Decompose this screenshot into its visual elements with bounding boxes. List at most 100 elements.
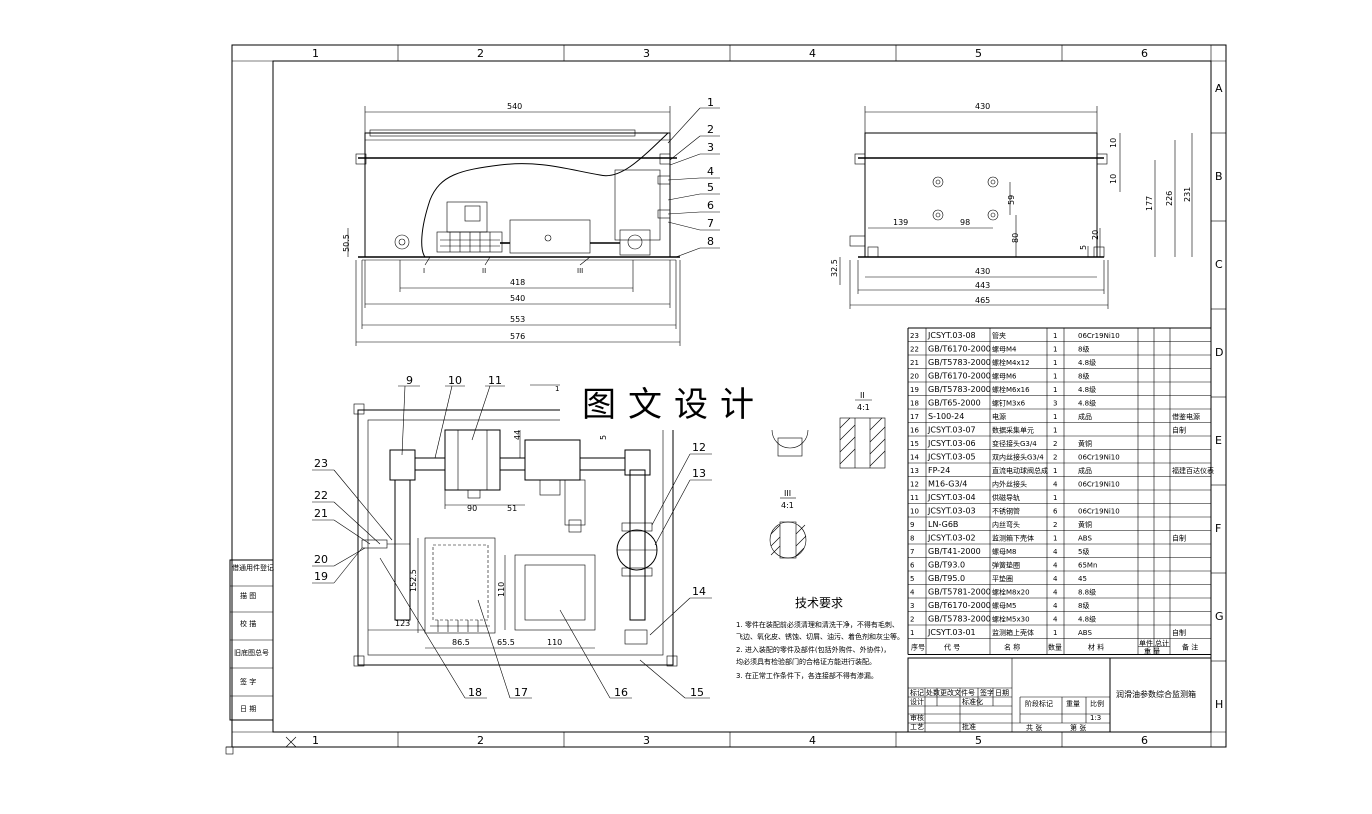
bom-remark: 自制: [1172, 628, 1186, 637]
bom-material: 4.8级: [1078, 615, 1096, 624]
balloon: 2: [707, 123, 714, 136]
bom-name: 变径接头G3/4: [992, 439, 1037, 448]
tb-label: 处数: [926, 688, 940, 697]
bom-name: 不锈钢管: [992, 507, 1020, 516]
bom-name: 管夹: [992, 331, 1006, 340]
bom-qty: 6: [1053, 508, 1058, 516]
bom-no: 23: [910, 332, 919, 340]
dim-label: 430: [975, 102, 990, 111]
bom-code: GB/T93.0: [928, 561, 965, 570]
bom-qty: 4: [1053, 548, 1058, 556]
dim-label: 10: [1109, 174, 1118, 184]
tech-note: 2. 进入装配的零件及部件(包括外购件、外协件)，: [736, 645, 890, 654]
row-label: F: [1215, 522, 1221, 535]
bom-remark: 福建百达仪表: [1172, 466, 1214, 475]
bom-material: 5级: [1078, 547, 1089, 556]
balloon: 11: [488, 374, 502, 387]
bom-code: S-100-24: [928, 412, 964, 421]
section-label: II: [482, 267, 486, 275]
bom-material: 成品: [1078, 412, 1092, 421]
watermark-background: [560, 380, 788, 430]
bom-code: JCSYT.03-04: [927, 493, 976, 502]
bom-no: 4: [910, 589, 915, 597]
bom-code: JCSYT.03-07: [927, 426, 976, 435]
bom-qty: 3: [1053, 400, 1057, 408]
bom-header: 单件: [1139, 639, 1153, 648]
dim-label: 177: [1145, 196, 1154, 211]
balloon-group-front: 1 2 3 4 5 6 7 8: [667, 96, 720, 258]
bom-code: LN-G6B: [928, 520, 958, 529]
bom-header: 数量: [1048, 643, 1062, 652]
col-label: 5: [975, 734, 982, 747]
balloon: 22: [314, 489, 328, 502]
dim-label: 44: [513, 430, 522, 440]
detail-views: II 4:1 III 4:1: [769, 391, 886, 559]
bom-name: 内外丝接头: [992, 480, 1027, 489]
bom-qty: 4: [1053, 575, 1058, 583]
bom-header: 备 注: [1182, 643, 1198, 652]
tech-requirements: 技术要求 1. 零件在装配前必须清理和清洗干净，不得有毛刺、 飞边、氧化皮、锈蚀…: [736, 596, 904, 680]
bom-code: M16-G3/4: [928, 480, 967, 489]
tb-label: 更改文件号: [940, 688, 975, 697]
dim-label: 139: [893, 218, 908, 227]
balloon: 9: [406, 374, 413, 387]
bom-name: 螺母M5: [992, 601, 1017, 610]
bom-name: 供磁导轨: [992, 493, 1020, 502]
bom-code: JCSYT.03-05: [927, 453, 976, 462]
section-label: III: [577, 267, 583, 275]
col-label: 6: [1141, 734, 1148, 747]
tb-label: 重量: [1066, 700, 1080, 708]
balloon: 10: [448, 374, 462, 387]
bom-no: 11: [910, 494, 919, 502]
bom-material: ABS: [1078, 629, 1092, 637]
tb-label: 签字: [980, 688, 994, 697]
tb-label: 第 张: [1070, 723, 1086, 732]
bom-no: 7: [910, 548, 914, 556]
bom-code: JCSYT.03-02: [927, 534, 976, 543]
bom-no: 20: [910, 373, 919, 381]
balloon: 17: [514, 686, 528, 699]
dim-label: 32.5: [830, 259, 839, 277]
dim-label: 418: [510, 278, 525, 287]
strip-label: 签 字: [240, 677, 256, 686]
strip-label: 借通用件登记: [232, 563, 274, 572]
balloon: 15: [690, 686, 704, 699]
tb-label: 设计: [910, 697, 924, 706]
balloon: 14: [692, 585, 706, 598]
bom-remark: 自制: [1172, 534, 1186, 543]
bom-qty: 4: [1053, 602, 1058, 610]
tb-label: 审核: [910, 713, 924, 722]
strip-label: 旧底图总号: [234, 648, 269, 657]
bom-header: 序号: [911, 643, 925, 652]
bom-name: 螺栓M8x20: [992, 588, 1030, 597]
tb-label: 标准化: [962, 697, 983, 706]
dim-label: 86.5: [452, 638, 470, 647]
strip-label: 校 描: [240, 619, 256, 628]
bom-name: 双内丝接头G3/4: [992, 453, 1044, 462]
detail-scale: 4:1: [781, 501, 794, 510]
bom-material: 8.8级: [1078, 588, 1096, 597]
bom-name: 电源: [992, 412, 1006, 421]
bom-code: JCSYT.03-01: [927, 628, 976, 637]
bom-material: 65Mn: [1078, 562, 1097, 570]
bom-code: GB/T5783-2000: [928, 358, 991, 367]
bom-name: 螺栓M5x30: [992, 615, 1030, 624]
bom-material: 06Cr19Ni10: [1078, 454, 1120, 462]
bom-no: 12: [910, 481, 919, 489]
bom-no: 13: [910, 467, 919, 475]
bom-qty: 2: [1053, 521, 1057, 529]
bom-name: 监测箱上壳体: [992, 628, 1034, 637]
dim-label: 231: [1183, 187, 1192, 202]
dim-label: 123: [395, 619, 410, 628]
col-label: 1: [312, 47, 319, 60]
bom-no: 2: [910, 616, 914, 624]
balloon: 8: [707, 235, 714, 248]
balloon: 18: [468, 686, 482, 699]
bom-material: 06Cr19Ni10: [1078, 481, 1120, 489]
bom-no: 21: [910, 359, 919, 367]
bom-material: 4.8级: [1078, 399, 1096, 408]
bom-qty: 4: [1053, 481, 1058, 489]
dim-label: 110: [497, 582, 506, 597]
